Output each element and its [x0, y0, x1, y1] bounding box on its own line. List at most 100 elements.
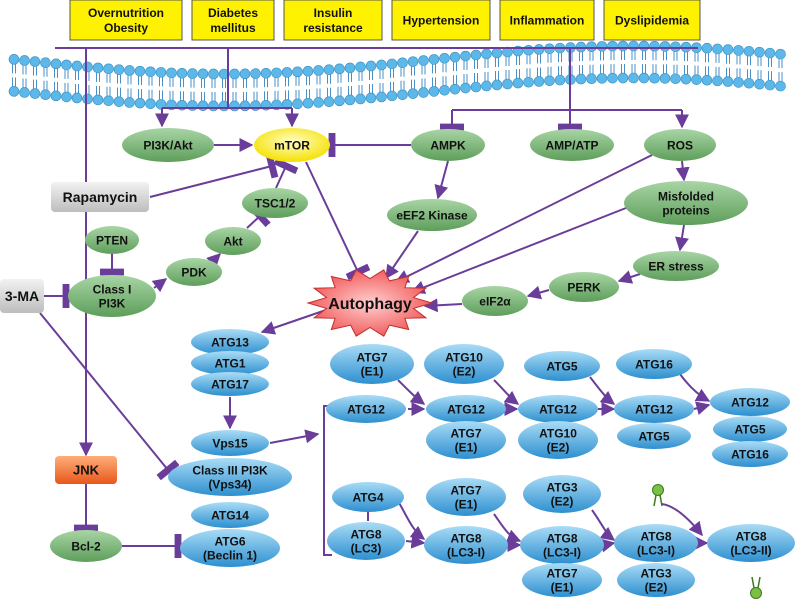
node-label: ATG17: [211, 377, 249, 391]
node-amp-atp: AMP/ATP: [530, 129, 614, 161]
node-atg17: ATG17: [191, 372, 269, 396]
lipid-head: [733, 45, 744, 56]
risk-factor-dyslipidemia: Dyslipidemia: [603, 0, 701, 41]
phospholipid-attached-icon: [750, 576, 762, 599]
lipid-head: [533, 44, 545, 55]
lipid-head: [670, 41, 681, 53]
node-label: TSC1/2: [255, 196, 296, 210]
node-shape: [326, 395, 406, 423]
lipid-head: [145, 66, 156, 78]
node-ampk: AMPK: [411, 129, 485, 161]
node-shape: [426, 478, 506, 516]
node-shape: [624, 181, 748, 225]
node-label: (E1): [455, 497, 478, 511]
lipid-head: [397, 89, 408, 101]
lipid-head: [628, 40, 639, 52]
lipid-head: [229, 68, 240, 80]
node-label: (LC3-I): [447, 545, 485, 559]
node-shape: [712, 441, 788, 467]
node-label: PDK: [181, 265, 207, 279]
node-label: ATG3: [640, 566, 671, 580]
node-label: ATG5: [638, 429, 669, 443]
node-label: ATG10: [539, 426, 577, 440]
atg7-acts: [493, 513, 522, 543]
phospholipid-icon: [652, 484, 664, 507]
node-ros: ROS: [644, 129, 716, 161]
node-label: (Vps34): [208, 477, 251, 491]
node-c2-atg10: ATG10(E2): [424, 344, 504, 384]
lipid-head: [260, 67, 272, 79]
lipid-head: [481, 80, 492, 92]
node-shape: [710, 388, 790, 416]
node-d4-atg3: ATG3(E2): [617, 563, 695, 597]
eif2a-to-autophagy: [423, 298, 463, 313]
lipid-head: [134, 97, 146, 109]
lipid-head: [208, 68, 219, 80]
lipid-head: [292, 98, 303, 110]
lipid-head: [19, 87, 30, 98]
atg7-joins: [397, 379, 426, 405]
node-label: ATG12: [347, 402, 385, 416]
tsc-inhibits-mtor: [273, 157, 299, 189]
node-d2-atg8: ATG8(LC3-I): [424, 526, 508, 564]
ros-to-misfolded: [675, 160, 690, 182]
node-label: ATG3: [546, 480, 577, 494]
lipid-head: [344, 94, 356, 106]
node-label: ATG8: [450, 531, 481, 545]
risk-factor-inflammation: Inflammation: [499, 0, 595, 41]
node-label: Misfolded: [658, 189, 714, 203]
lipid-head: [166, 67, 177, 79]
lipid-head: [271, 67, 282, 79]
node-label: Class I: [93, 282, 132, 296]
node-c1-atg7: ATG7(E1): [330, 344, 414, 384]
lipid-head: [40, 57, 51, 69]
lipid-head: [29, 56, 41, 67]
node-label: ATG8: [546, 531, 577, 545]
node-shape: [633, 251, 719, 281]
lipid-head: [460, 50, 471, 62]
node-shape: [462, 286, 528, 316]
lipid-head: [754, 46, 765, 58]
lipid-head: [376, 91, 387, 103]
node-label: Class III PI3K: [192, 463, 268, 477]
node-atg1: ATG1: [191, 351, 269, 375]
lipid-head: [575, 73, 587, 85]
lipid-head: [712, 43, 723, 55]
node-label: ATG8: [640, 529, 671, 543]
node-c3-atg5: ATG5: [524, 351, 600, 381]
lipid-head: [502, 78, 513, 90]
ampk-to-eef2k: [434, 160, 449, 200]
node-shape: [166, 258, 222, 286]
risk-factor-box: [391, 0, 491, 41]
node-shape: [55, 456, 117, 484]
node-c2-atg7: ATG7(E1): [426, 421, 506, 459]
lipid-head: [281, 67, 293, 78]
mtor-inhibits-autophagy: [305, 161, 371, 281]
node-shape: [523, 475, 601, 513]
node-shape: [707, 524, 795, 562]
lipid-head: [649, 40, 660, 52]
lipid-head: [512, 77, 524, 89]
node-vps15: Vps15: [191, 430, 269, 456]
lipid-head: [754, 78, 765, 90]
node-shape: [387, 199, 477, 231]
node-pi3k-akt: PI3K/Akt: [122, 128, 214, 162]
lipid-head: [722, 76, 734, 87]
node-label: Bcl-2: [71, 539, 101, 553]
lipid-head: [628, 72, 639, 84]
lipid-head: [187, 100, 198, 111]
node-shape: [85, 226, 139, 254]
node-shape: [50, 530, 122, 562]
lipid-head: [323, 64, 335, 75]
node-label: ATG5: [546, 359, 577, 373]
lipid-head: [8, 86, 20, 97]
lipid-head: [82, 93, 93, 105]
lipid-head: [617, 72, 629, 84]
lipid-head: [103, 95, 114, 107]
node-d5-atg8: ATG8(LC3-II): [707, 524, 795, 562]
lipid-head: [313, 97, 324, 108]
lipid-head: [239, 68, 251, 80]
risk-factor-label: Overnutrition: [88, 6, 164, 20]
risk-factor-label: Obesity: [104, 21, 148, 35]
